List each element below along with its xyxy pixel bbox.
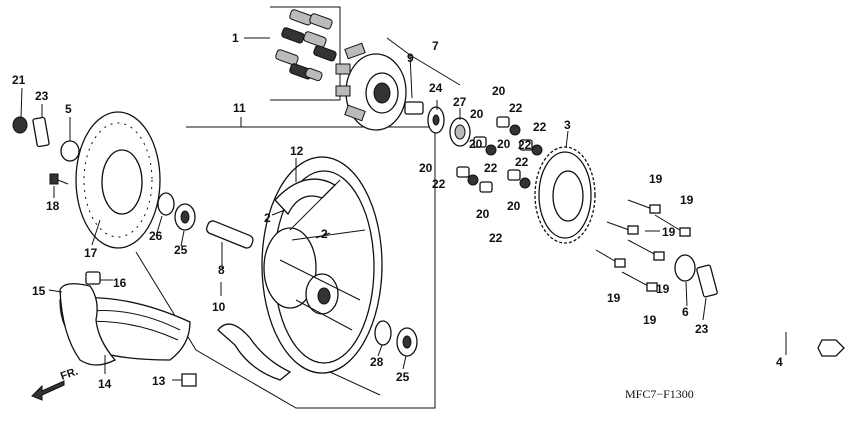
callout-label: 24 xyxy=(429,81,443,95)
callout-label: 22 xyxy=(515,155,529,169)
callout-label: 2 xyxy=(321,227,328,241)
front-indicator-text: FR. xyxy=(59,365,80,382)
diagram-code: MFC7−F1300 xyxy=(625,387,694,401)
callout-label: 19 xyxy=(649,172,663,186)
nuts-and-washers xyxy=(456,116,543,193)
leader-lines xyxy=(20,37,787,396)
callout-label: 20 xyxy=(469,137,483,151)
callout-label: 19 xyxy=(662,225,676,239)
wheel-assembly xyxy=(157,156,418,381)
axle-assembly xyxy=(674,254,845,357)
callout-label: 17 xyxy=(84,246,98,260)
callout-label: 19 xyxy=(607,291,621,305)
callout-label: 12 xyxy=(290,144,304,158)
callout-label: 2 xyxy=(264,211,271,225)
callout-label: 22 xyxy=(509,101,523,115)
callout-label: 22 xyxy=(432,177,446,191)
callout-label: 28 xyxy=(370,355,384,369)
callout-label: 23 xyxy=(35,89,49,103)
callout-label: 23 xyxy=(695,322,709,336)
callout-label: 14 xyxy=(98,377,112,391)
callout-label: 26 xyxy=(149,229,163,243)
callout-label: 3 xyxy=(564,118,571,132)
callout-label: 10 xyxy=(212,300,226,314)
callout-label: 18 xyxy=(46,199,60,213)
damper-rubbers xyxy=(275,9,337,82)
callout-label: 4 xyxy=(776,355,783,369)
callout-label: 19 xyxy=(680,193,694,207)
callout-label: 25 xyxy=(174,243,188,257)
callout-label: 22 xyxy=(489,231,503,245)
callout-label: 16 xyxy=(113,276,127,290)
callout-label: 9 xyxy=(407,51,414,65)
callout-label: 22 xyxy=(533,120,547,134)
callout-label: 20 xyxy=(507,199,521,213)
tire-group xyxy=(59,271,197,387)
callout-label: 19 xyxy=(643,313,657,327)
callout-label: 25 xyxy=(396,370,410,384)
callout-label: 11 xyxy=(233,101,246,115)
callout-label: 1 xyxy=(232,31,239,45)
callout-label: 5 xyxy=(65,102,72,116)
callout-labels: 1 2 2 3 4 5 6 7 8 9 10 11 12 13 14 15 16… xyxy=(12,31,783,391)
front-arrow: FR. xyxy=(31,365,80,401)
callout-label: 22 xyxy=(484,161,498,175)
callout-label: 13 xyxy=(152,374,166,388)
callout-label: 8 xyxy=(218,263,225,277)
callout-label: 20 xyxy=(470,107,484,121)
callout-label: 27 xyxy=(453,95,467,109)
callout-label: 20 xyxy=(419,161,433,175)
callout-label: 7 xyxy=(432,39,439,53)
callout-label: 15 xyxy=(32,284,46,298)
left-hardware xyxy=(12,116,80,185)
callout-label: 22 xyxy=(518,138,532,152)
callout-label: 21 xyxy=(12,73,26,87)
sprocket-bolts xyxy=(595,199,691,292)
callout-label: 20 xyxy=(476,207,490,221)
flange-bearings xyxy=(404,101,471,147)
callout-label: 6 xyxy=(682,305,689,319)
driven-sprocket xyxy=(534,146,596,244)
brake-disc xyxy=(75,111,161,249)
callout-label: 20 xyxy=(497,137,511,151)
callout-label: 19 xyxy=(656,282,670,296)
driven-flange xyxy=(335,42,407,131)
callout-label: 20 xyxy=(492,84,506,98)
